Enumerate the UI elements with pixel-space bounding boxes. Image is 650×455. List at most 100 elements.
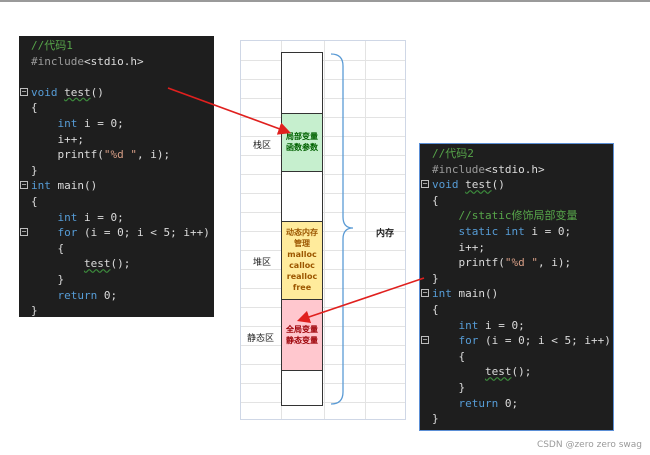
grid-line [241,307,405,308]
code-line: return 0; [420,396,613,412]
code-line: −void test() [19,85,214,101]
collapse-toggle-icon[interactable]: − [421,179,429,189]
code-line: int i = 0; [19,210,214,226]
stack-segment: 局部变量函数参数 [282,113,322,171]
segment-divider [282,370,322,371]
code-text: for (i = 0; i < 5; i++) [57,226,210,240]
code-block-2: //代码2#include<stdio.h>−void test(){ //st… [419,143,614,431]
code-line: } [420,411,613,427]
segment-text: 管理 [294,239,310,248]
code-text: int i = 0; [57,210,124,224]
code-text: #include<stdio.h> [31,54,144,68]
heap-region-label: 堆区 [253,258,272,268]
grid-line [241,136,405,137]
code-text: { [31,241,65,255]
code-text: test(); [83,257,131,271]
static-segment: 全局变量静态变量 [282,299,322,370]
grid-line [241,155,405,156]
code-text: test(); [484,365,532,379]
code-line: printf("%d ", i); [19,147,214,163]
code-text: { [432,349,466,363]
code-line [19,69,214,85]
code-line: −int main() [420,286,613,302]
collapse-toggle-icon[interactable]: − [421,288,429,298]
code-text: //代码2 [432,147,474,160]
grid-line [324,41,325,419]
top-divider-line [0,0,650,2]
code-line: static int i = 0; [420,224,613,240]
segment-text: realloc [286,272,318,281]
code-line: i++; [420,240,613,256]
code-text: int main() [31,179,98,193]
code-text: for (i = 0; i < 5; i++) [458,334,611,348]
grid-line [241,250,405,251]
watermark: CSDN @zero zero swag [536,440,642,450]
grid-line [241,402,405,403]
code-line: //代码1 [19,38,214,54]
code-text: { [31,101,38,115]
code-text: i++; [31,132,84,146]
code-line: } [420,271,613,287]
segment-divider [282,221,322,222]
code-line: − for (i = 0; i < 5; i++) [19,225,214,241]
code-line: − for (i = 0; i < 5; i++) [420,333,613,349]
code-line: printf("%d ", i); [420,255,613,271]
grid-line [365,41,366,419]
segment-text: 静态变量 [286,335,318,345]
grid-line [241,231,405,232]
code-line: i++; [19,132,214,148]
grid-line [241,174,405,175]
code-line: #include<stdio.h> [420,162,613,178]
code-text: static int i = 0; [458,224,572,238]
code-text: int main() [432,287,499,301]
code-text: } [31,272,65,286]
grid-line [241,60,405,61]
code-line: int i = 0; [420,318,613,334]
grid-line [241,288,405,289]
code-text: } [31,304,38,318]
code-text: int i = 0; [57,116,124,130]
collapse-toggle-icon[interactable]: − [20,180,28,190]
code-text: #include<stdio.h> [432,162,545,176]
grid-line [241,364,405,365]
segment-text: calloc [289,261,315,270]
code-text: //static修饰局部变量 [432,209,578,223]
code-line: } [19,303,214,319]
code-text: } [432,412,439,426]
code-line: //static修饰局部变量 [420,208,613,224]
segment-text: 函数参数 [286,143,318,152]
static-region-label: 静态区 [247,334,275,344]
collapse-toggle-icon[interactable]: − [421,335,429,345]
code-text: //代码1 [31,39,73,52]
grid-line [241,98,405,99]
code-text: printf("%d ", i); [31,148,171,162]
segment-text: 全局变量 [286,324,318,334]
segment-divider [282,171,322,172]
code-line: { [420,349,613,365]
code-text: i++; [432,240,485,254]
code-line: −int main() [19,178,214,194]
grid-line [241,193,405,194]
code-block-1: //代码1#include<stdio.h>−void test(){ int … [19,36,214,317]
segment-divider [282,299,322,300]
memory-label: 内存 [376,229,395,239]
code-text: return 0; [57,288,118,302]
code-text: int i = 0; [458,318,525,332]
grid-line [241,326,405,327]
code-line: { [19,241,214,257]
code-text: void test() [31,85,104,99]
code-line: int i = 0; [19,116,214,132]
code-line: return 0; [19,288,214,304]
collapse-toggle-icon[interactable]: − [20,227,28,237]
grid-line [241,79,405,80]
code-line: test(); [19,256,214,272]
grid-line [241,212,405,213]
code-text: } [31,163,38,177]
code-line: } [19,163,214,179]
code-line: //代码2 [420,146,613,162]
code-text: { [432,302,439,316]
memory-brace [330,53,354,405]
collapse-toggle-icon[interactable]: − [20,86,28,96]
